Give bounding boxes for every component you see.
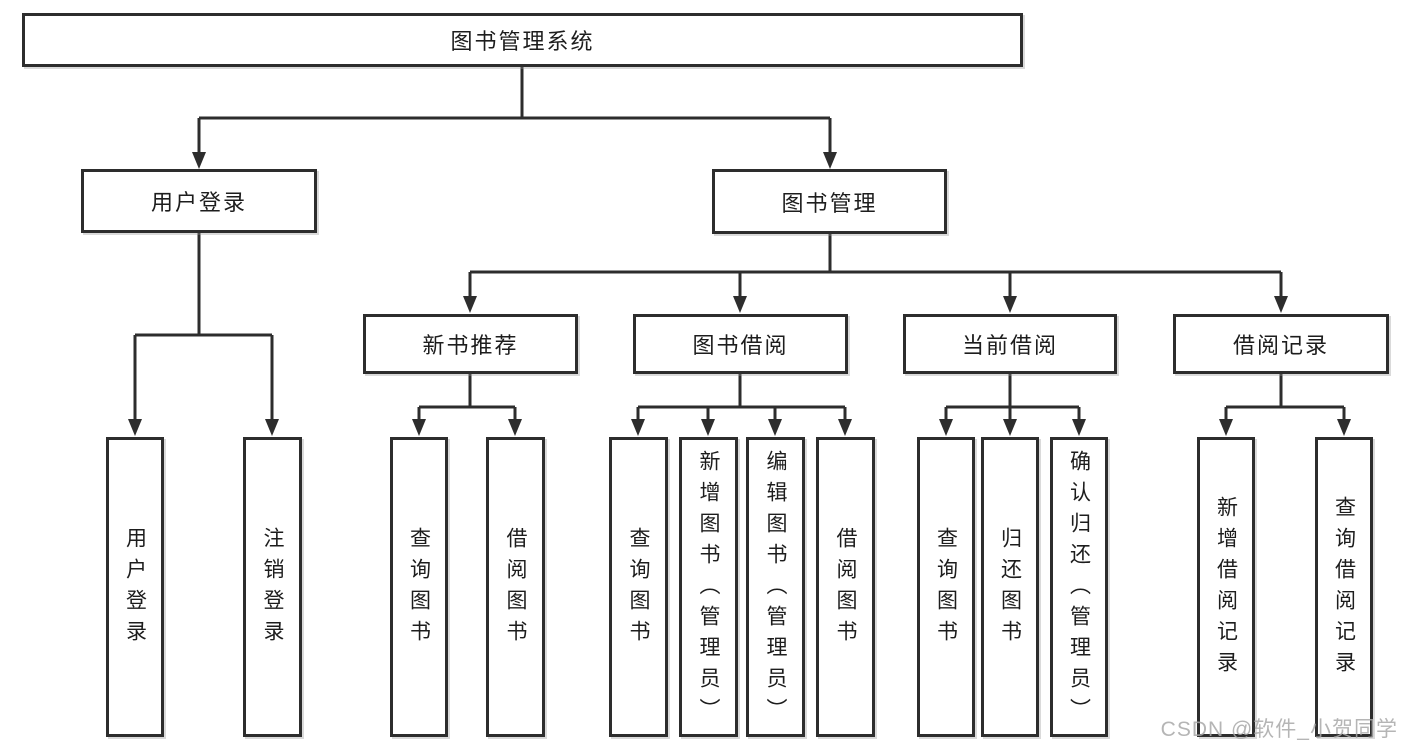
leaf-borrowing-query-books: 查询图书: [609, 437, 668, 737]
leaf-current-confirm-return-admin: 确认归还（管理员）: [1050, 437, 1108, 737]
csdn-watermark: CSDN @软件_小贺同学: [1160, 718, 1398, 741]
leaf-recommend-borrow-books: 借阅图书: [486, 437, 545, 737]
leaf-borrowing-borrow-books: 借阅图书: [816, 437, 875, 737]
leaf-current-return-books: 归还图书: [981, 437, 1039, 737]
leaf-records-add-borrow-record: 新增借阅记录: [1197, 437, 1255, 737]
node-new-book-recommend: 新书推荐: [363, 314, 578, 374]
leaf-borrowing-edit-books-admin: 编辑图书（管理员）: [746, 437, 805, 737]
leaf-logout: 注销登录: [243, 437, 302, 737]
node-current-borrowing: 当前借阅: [903, 314, 1117, 374]
leaf-records-query-borrow-record: 查询借阅记录: [1315, 437, 1373, 737]
node-library-system: 图书管理系统: [22, 13, 1023, 67]
leaf-recommend-query-books: 查询图书: [390, 437, 448, 737]
node-borrowing-records: 借阅记录: [1173, 314, 1389, 374]
node-user-login: 用户登录: [81, 169, 317, 233]
node-book-management: 图书管理: [712, 169, 947, 234]
node-book-borrowing: 图书借阅: [633, 314, 848, 374]
leaf-user-login: 用户登录: [106, 437, 164, 737]
leaf-borrowing-add-books-admin: 新增图书（管理员）: [679, 437, 738, 737]
leaf-current-query-books: 查询图书: [917, 437, 975, 737]
